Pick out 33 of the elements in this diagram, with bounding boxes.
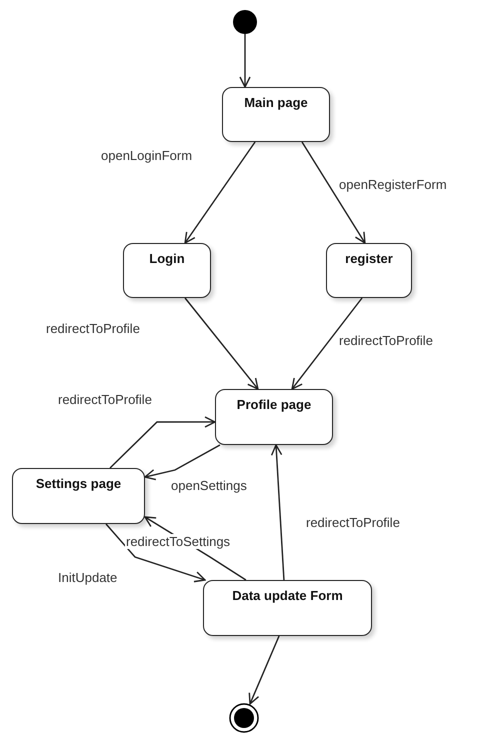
arrow	[248, 636, 280, 705]
arrow	[301, 142, 366, 244]
edge-label: openSettings	[170, 478, 248, 493]
arrow	[184, 298, 259, 390]
initial-state-dot	[233, 10, 257, 34]
state-box	[215, 389, 333, 445]
arrow	[291, 298, 363, 390]
state-name: Settings page	[34, 476, 122, 491]
arrow	[106, 524, 206, 582]
state-name: Profile page	[236, 397, 312, 412]
edge-label: redirectToSettings	[125, 534, 232, 549]
arrow	[110, 416, 216, 468]
state-name: register	[344, 251, 394, 266]
edge-label: redirectToProfile	[305, 515, 401, 530]
arrow	[239, 34, 251, 88]
state-name: Data update Form	[231, 588, 344, 603]
final-state-dot	[229, 703, 259, 733]
state-name: Main page	[243, 95, 309, 110]
state-box	[326, 243, 412, 298]
state-box	[222, 87, 330, 142]
arrow	[270, 444, 285, 580]
edge-label: redirectToProfile	[338, 333, 434, 348]
edge-label: openLoginForm	[100, 148, 194, 163]
state-box	[203, 580, 372, 636]
state-name: Login	[148, 251, 186, 266]
state-box	[123, 243, 211, 298]
edge-label: redirectToProfile	[57, 392, 153, 407]
arrow	[184, 142, 256, 244]
state-box	[12, 468, 145, 524]
edge-label: openRegisterForm	[338, 177, 448, 192]
arrow	[144, 444, 220, 480]
edge-label: redirectToProfile	[45, 321, 141, 336]
edge-label: InitUpdate	[57, 570, 118, 585]
